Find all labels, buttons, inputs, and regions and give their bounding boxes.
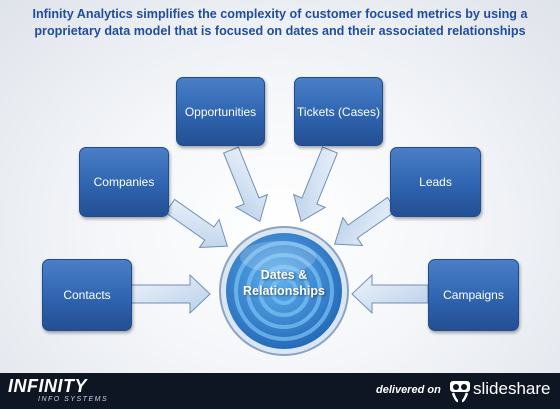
arrow-opportunities <box>222 146 269 223</box>
center-label-line-1: Dates & <box>260 268 308 282</box>
node-tickets-label: Tickets (Cases) <box>297 104 380 119</box>
arrow-leads <box>333 196 398 247</box>
node-campaigns: Campaigns <box>428 259 519 331</box>
slideshare-icon[interactable] <box>449 379 471 403</box>
center-target-icon <box>219 226 349 356</box>
node-leads-label: Leads <box>419 175 452 189</box>
center-label-line-2: Relationships <box>243 284 325 298</box>
node-leads: Leads <box>390 147 481 217</box>
slide-title: Infinity Analytics simplifies the comple… <box>10 6 550 40</box>
node-contacts-label: Contacts <box>63 288 111 302</box>
node-opportunities: Opportunities <box>176 77 265 146</box>
slideshare-brand[interactable]: slideshare <box>473 379 551 398</box>
arrow-campaigns <box>351 273 429 315</box>
arrow-companies <box>164 198 229 249</box>
node-contacts: Contacts <box>42 259 132 331</box>
title-line-2: proprietary data model that is focused o… <box>34 24 526 38</box>
node-companies: Companies <box>79 147 169 217</box>
node-companies-label: Companies <box>93 175 155 189</box>
node-tickets: Tickets (Cases) <box>294 77 383 146</box>
infinity-logo-sub: INFO SYSTEMS <box>38 396 109 403</box>
node-opportunities-label: Opportunities <box>184 104 257 119</box>
title-line-1: Infinity Analytics simplifies the comple… <box>32 7 528 21</box>
arrow-tickets <box>292 146 339 223</box>
infinity-logo: INFINITY <box>8 376 87 396</box>
node-campaigns-label: Campaigns <box>443 288 504 302</box>
center-label: Dates & Relationships <box>218 267 350 299</box>
arrow-contacts <box>129 273 211 315</box>
delivered-on-label: delivered on <box>376 384 441 396</box>
